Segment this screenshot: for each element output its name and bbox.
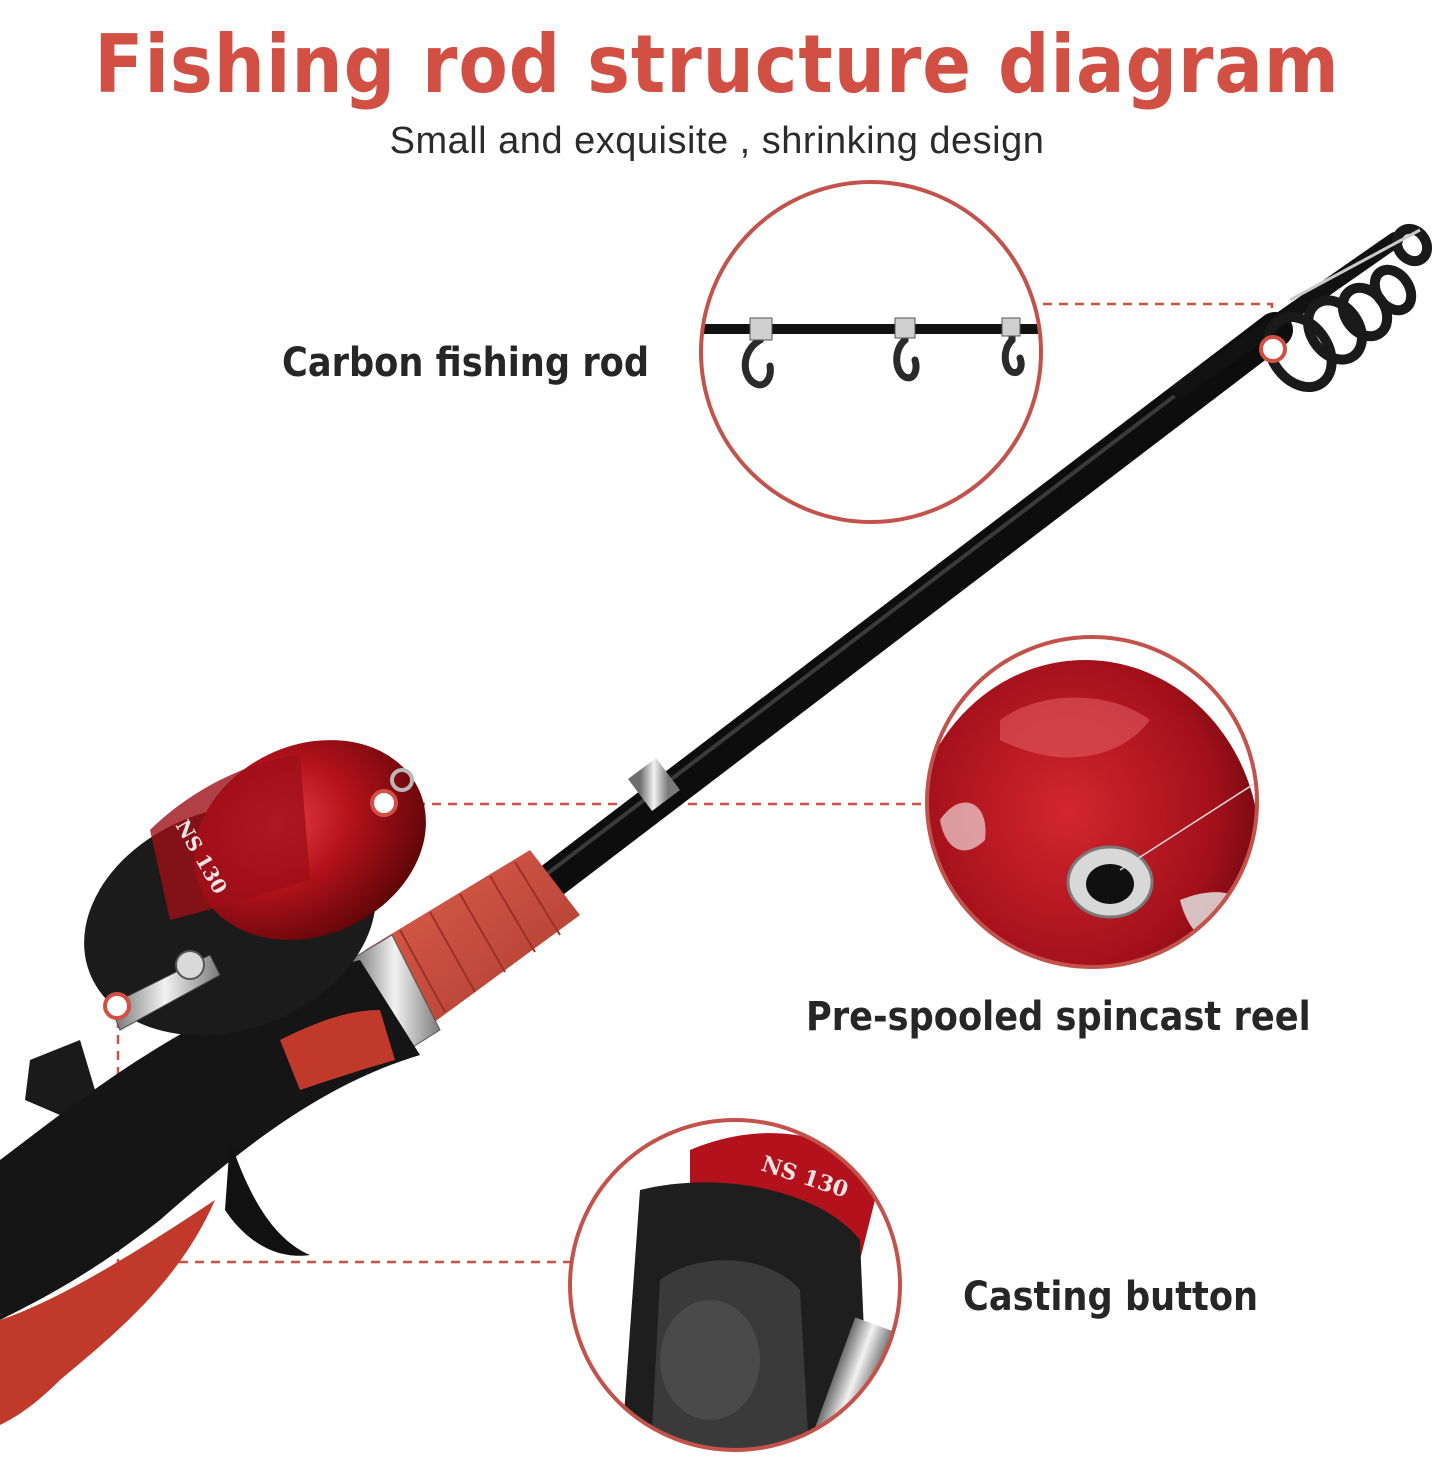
page-subtitle: Small and exquisite , shrinking design [389,120,1045,162]
label-casting-button: Casting button [963,1274,1259,1320]
rod-tip-guides [1263,223,1433,393]
zoom-spincast-reel [925,635,1259,969]
dot-reel [370,789,398,817]
page-title: Fishing rod structure diagram [94,18,1340,111]
dot-button [103,992,131,1020]
zoom-casting-button: NS 130 [568,1118,902,1452]
spincast-reel: NS 130 [25,740,426,1115]
dot-rod [1259,335,1287,363]
foregrip [349,850,580,1056]
zoom-carbon-rod [699,180,1043,524]
rear-handle [0,960,420,1425]
label-spincast-reel: Pre-spooled spincast reel [806,994,1311,1040]
label-carbon-fishing-rod: Carbon fishing rod [282,340,650,386]
callout-dots [103,335,1287,1020]
